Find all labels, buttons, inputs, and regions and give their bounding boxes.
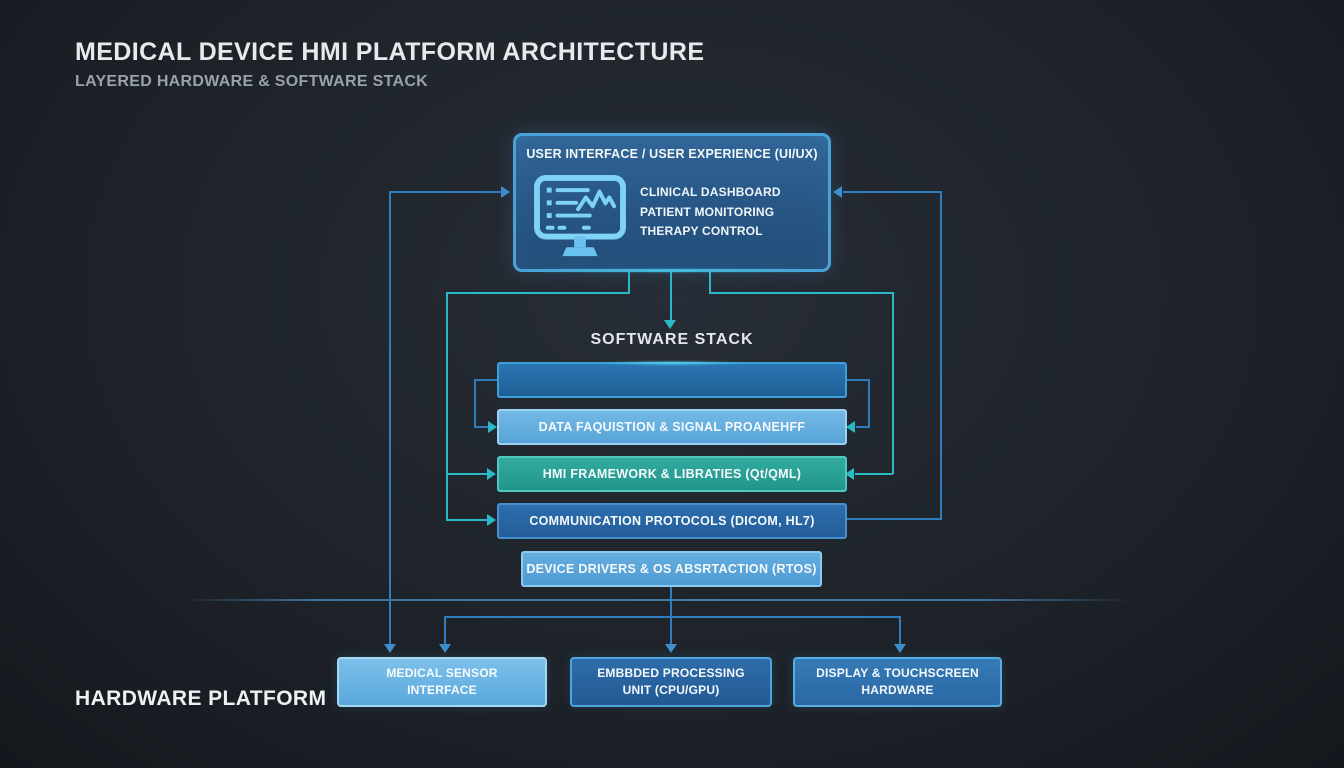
arrowhead-into-sensor-left xyxy=(384,644,396,653)
connector-branch-hmi-right xyxy=(855,473,893,475)
arrowhead-into-processing xyxy=(665,644,677,653)
arrowhead-into-ui-right xyxy=(833,186,842,198)
connector-branch-comm-left xyxy=(446,519,487,521)
connector-bracket1-right-top xyxy=(847,379,869,381)
connector-left-long-vertical xyxy=(389,191,391,644)
arrowhead-into-ui-left xyxy=(501,186,510,198)
connector-ui-stub-left xyxy=(628,272,630,293)
connector-bracket-top-left xyxy=(447,292,630,294)
connector-branch-hmi-left xyxy=(446,473,487,475)
arrowhead-into-display xyxy=(894,644,906,653)
connector-ui-to-software xyxy=(670,272,672,320)
connector-comm-to-right-vertical xyxy=(847,518,941,520)
arrowhead-into-sensor xyxy=(439,644,451,653)
connector-bracket1-left-vert xyxy=(474,379,476,427)
ui-ux-feature-list: CLINICAL DASHBOARD PATIENT MONITORING TH… xyxy=(640,183,781,242)
arrowhead-data-left xyxy=(488,421,497,433)
page-title: MEDICAL DEVICE HMI PLATFORM ARCHITECTURE xyxy=(75,38,705,66)
ui-feature-therapy-control: THERAPY CONTROL xyxy=(640,224,763,238)
hardware-platform-label: HARDWARE PLATFORM xyxy=(75,687,327,710)
monitor-waveform-icon xyxy=(533,174,627,260)
software-layer-device-drivers: DEVICE DRIVERS & OS ABSRTACTION (RTOS) xyxy=(521,551,822,587)
connector-bracket1-right-bottom xyxy=(856,426,870,428)
connector-bracket1-left-bottom xyxy=(474,426,488,428)
connector-fanout-horizontal xyxy=(445,616,901,618)
hardware-box-medical-sensor-interface: MEDICAL SENSOR INTERFACE xyxy=(337,657,547,707)
page-subtitle: LAYERED HARDWARE & SOFTWARE STACK xyxy=(75,73,429,90)
hardware-box-embedded-processing-unit: EMBBDED PROCESSING UNIT (CPU/GPU) xyxy=(570,657,772,707)
connector-ui-stub-right xyxy=(709,272,711,293)
connector-bracket1-left-top xyxy=(475,379,497,381)
connector-right-vertical xyxy=(940,191,942,520)
connector-teal-right-vertical xyxy=(892,292,894,474)
arrowhead-data-right xyxy=(846,421,855,433)
connector-fanout-center xyxy=(670,616,672,644)
connector-left-into-ui xyxy=(390,191,501,193)
arrowhead-hmi-left xyxy=(487,468,496,480)
software-stack-label: SOFTWARE STACK xyxy=(590,331,754,348)
connector-drivers-down xyxy=(670,587,672,617)
ui-ux-box-title: USER INTERFACE / USER EXPERIENCE (UI/UX) xyxy=(526,147,818,161)
arrowhead-hmi-right xyxy=(845,468,854,480)
connector-teal-left-vertical xyxy=(446,292,448,521)
hardware-software-divider xyxy=(180,599,1135,601)
connector-fanout-right xyxy=(899,616,901,644)
ui-feature-patient-monitoring: PATIENT MONITORING xyxy=(640,204,775,219)
hardware-box-display-touchscreen: DISPLAY & TOUCHSCREEN HARDWARE xyxy=(793,657,1002,707)
arrowhead-to-software-stack xyxy=(664,320,676,329)
arrowhead-comm-left xyxy=(487,514,496,526)
connector-fanout-left xyxy=(444,616,446,644)
software-layer-hmi-framework: HMI FRAMEWORK & LIBRATIES (Qt/QML) xyxy=(497,456,847,492)
software-layer-communication-protocols: COMMUNICATION PROTOCOLS (DICOM, HL7) xyxy=(497,503,847,539)
software-layer-unlabeled xyxy=(497,362,847,398)
connector-bracket1-right-vert xyxy=(868,379,870,427)
connector-bracket-top-right xyxy=(709,292,893,294)
ui-ux-box: USER INTERFACE / USER EXPERIENCE (UI/UX)… xyxy=(513,133,831,272)
ui-feature-clinical-dashboard: CLINICAL DASHBOARD xyxy=(640,185,781,199)
connector-right-into-ui xyxy=(843,191,941,193)
software-layer-data-acquisition: DATA FAQUISTION & SIGNAL PROANEHFF xyxy=(497,409,847,445)
